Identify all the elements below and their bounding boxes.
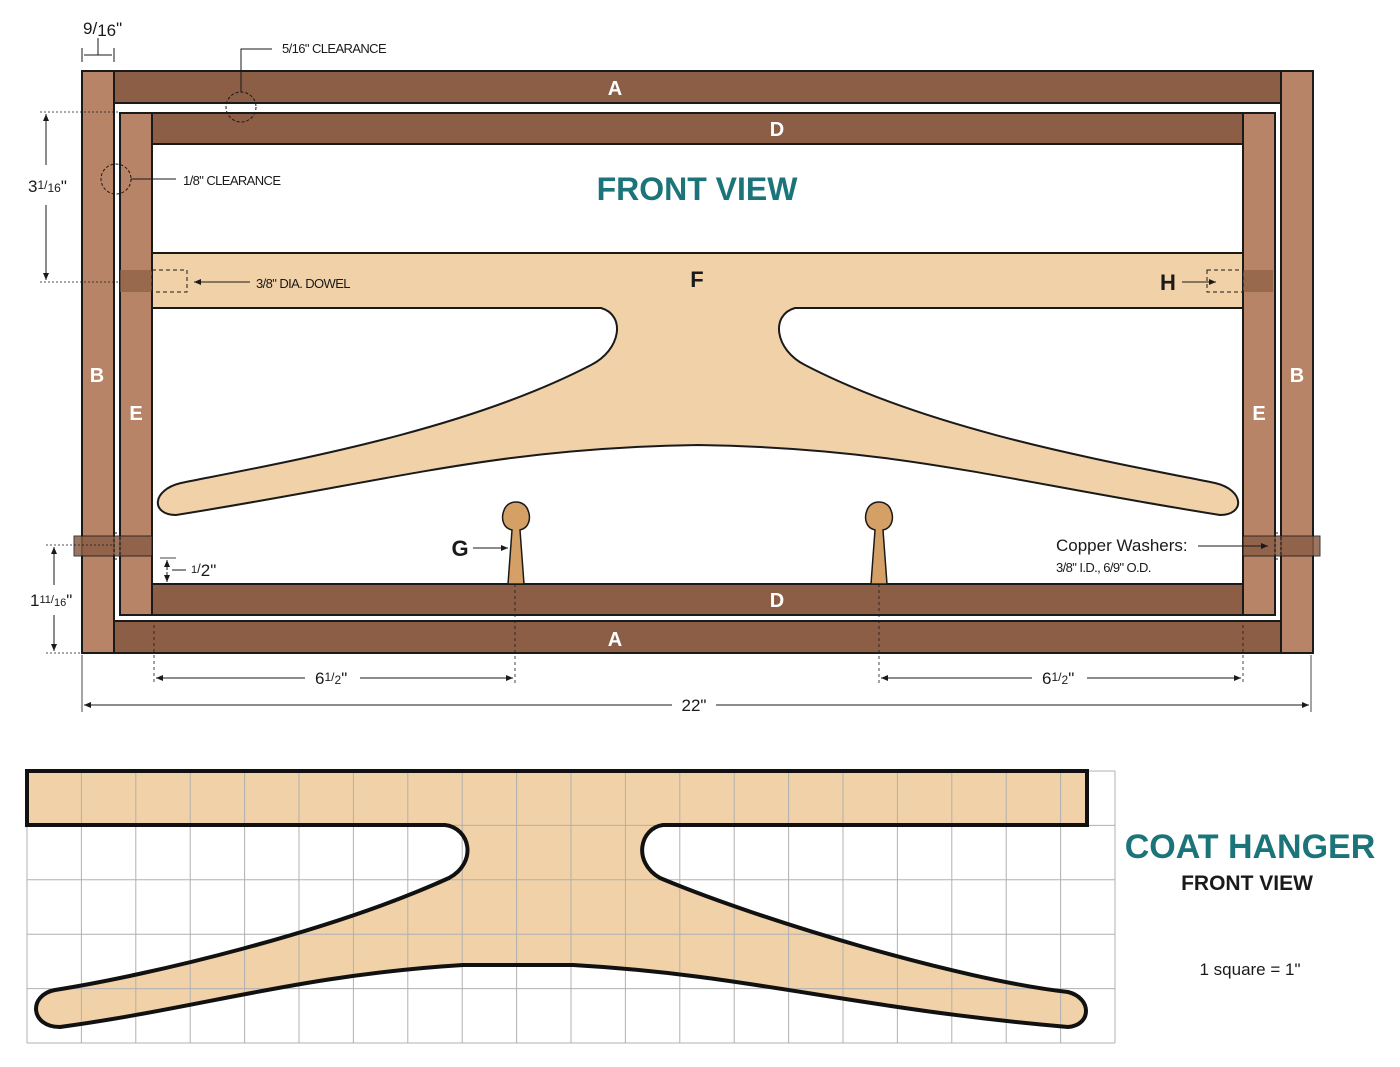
copper-washer-right [1274,532,1282,560]
label-e-right: E [1252,403,1265,425]
label-d-top: D [770,119,784,141]
part-e-left [119,112,153,616]
part-d-bottom [151,583,1244,616]
svg-text:Copper Washers:: Copper Washers: [1056,536,1188,555]
part-b-left [81,70,115,654]
dim-top-clearance: 5/16" CLEARANCE [225,41,388,123]
pattern-title: COAT HANGER [1125,828,1376,866]
svg-text:1/8" CLEARANCE: 1/8" CLEARANCE [183,173,281,188]
part-e-right [1242,112,1276,616]
dowel-left-hidden [151,269,188,293]
dowel-left [120,270,152,292]
svg-text:3/8" I.D., 6/9" O.D.: 3/8" I.D., 6/9" O.D. [1056,560,1151,575]
dowel-right [1243,270,1273,292]
svg-text:61/2": 61/2" [1042,669,1074,688]
dim-upper-height: 31/16" [28,111,120,283]
pattern-shape [27,771,1087,1027]
label-d-bottom: D [770,590,784,612]
dim-total-width: 22" [682,696,707,715]
part-d-top [151,112,1244,145]
front-view-title: FRONT VIEW [597,171,799,207]
part-a-top [113,70,1282,104]
label-e-left: E [129,403,142,425]
label-a-bottom: A [608,629,622,651]
hinge-pin-left [73,535,153,557]
label-b-left: B [90,365,104,387]
dim-spans: 61/2" 61/2" 22" [81,584,1312,715]
pattern-scale: 1 square = 1" [1199,960,1300,979]
part-f-hanger [151,252,1244,517]
hanger-pattern: COAT HANGER FRONT VIEW 1 square = 1" [25,769,1376,1044]
svg-text:9/16": 9/16" [83,19,122,40]
part-b-right [1280,70,1314,654]
label-f: F [690,267,703,292]
label-a-top: A [608,78,622,100]
pattern-outline [25,769,1089,1030]
dim-9-16: 9/16" [81,19,122,62]
front-view: A A B B D D E E F G H FRONT VIEW 9/16" 5… [28,19,1321,715]
dim-side-clearance: 1/8" CLEARANCE [100,163,282,195]
label-g: G [451,536,468,561]
pattern-subtitle: FRONT VIEW [1181,872,1313,895]
label-h: H [1160,270,1176,295]
part-a-bottom [113,620,1282,654]
label-b-right: B [1290,365,1304,387]
svg-text:5/16" CLEARANCE: 5/16" CLEARANCE [282,41,387,56]
svg-text:61/2": 61/2" [315,669,347,688]
dim-half-inch: 1/2" [160,557,216,582]
washers-note: Copper Washers: 3/8" I.D., 6/9" O.D. [1056,536,1268,575]
svg-text:111/16": 111/16" [30,591,72,610]
pattern-grid [26,770,1116,1044]
dim-dowel: 3/8" DIA. DOWEL [256,276,350,291]
peg-g-left [501,501,531,585]
svg-text:1/2": 1/2" [191,561,216,580]
dowel-right-hidden [1206,269,1244,293]
peg-g-right [864,501,894,585]
svg-text:31/16": 31/16" [28,177,67,196]
hinge-pin-left-hidden [113,532,121,560]
dim-lower-height: 111/16" [30,544,114,654]
